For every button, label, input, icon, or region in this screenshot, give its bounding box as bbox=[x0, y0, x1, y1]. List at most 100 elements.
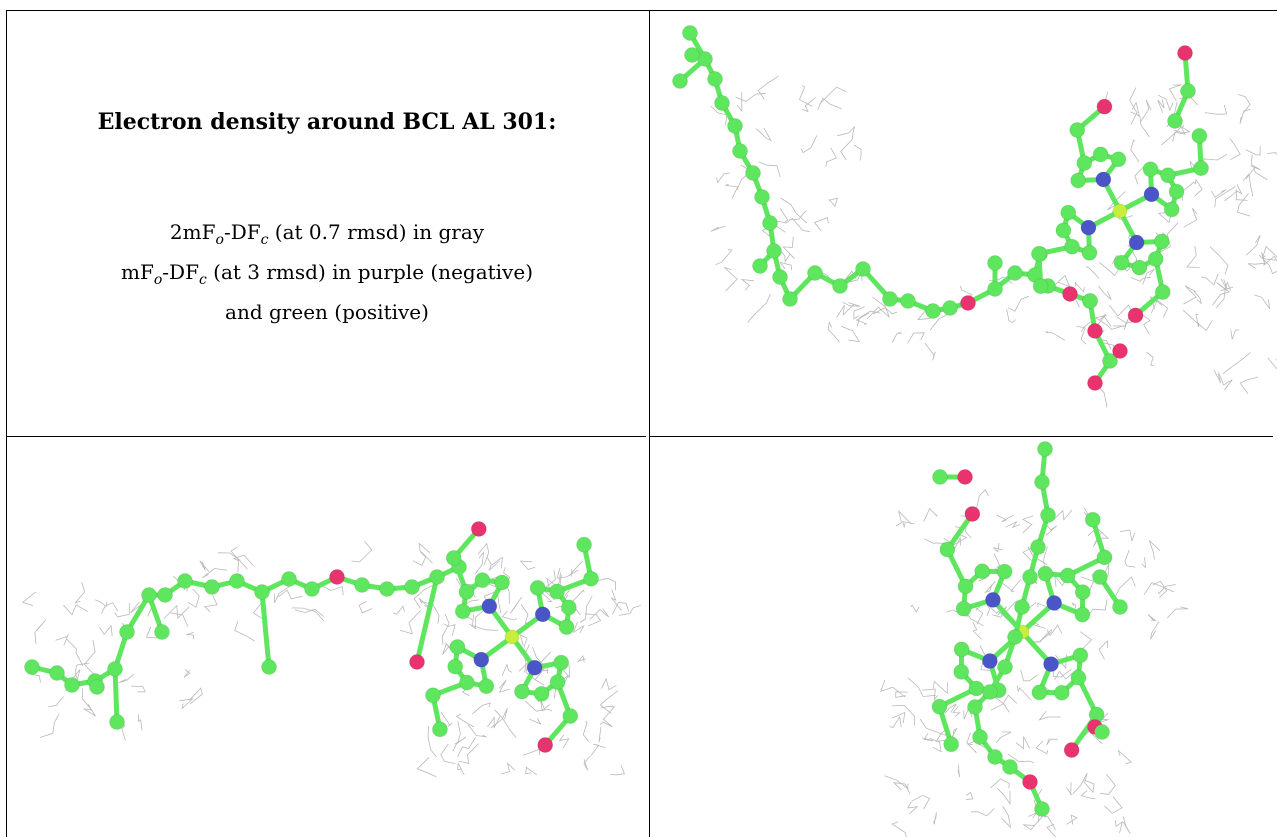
carbon-atom bbox=[1102, 353, 1118, 369]
carbon-atom bbox=[204, 579, 220, 595]
carbon-atom bbox=[254, 584, 270, 600]
carbon-atom bbox=[24, 659, 40, 675]
carbon-atom bbox=[782, 291, 798, 307]
carbon-atom bbox=[1153, 233, 1170, 250]
carbon-atom bbox=[766, 243, 782, 259]
carbon-atom bbox=[583, 570, 600, 587]
carbon-atom bbox=[404, 579, 420, 595]
nitrogen-atom bbox=[1143, 186, 1160, 203]
molecule-panel-top-right bbox=[650, 11, 1277, 436]
carbon-atom bbox=[714, 95, 730, 111]
carbon-atom bbox=[533, 685, 550, 702]
carbon-atom bbox=[727, 118, 743, 134]
carbon-atom bbox=[1159, 167, 1176, 184]
atoms bbox=[931, 505, 1113, 759]
density-mesh bbox=[710, 75, 890, 343]
carbon-atom bbox=[1142, 161, 1159, 178]
carbon-atom bbox=[458, 583, 475, 600]
carbon-atom bbox=[429, 569, 445, 585]
carbon-atom bbox=[672, 73, 688, 89]
table-top-border bbox=[6, 10, 1277, 11]
caption-title: Electron density around BCL AL 301: bbox=[97, 109, 557, 135]
atoms bbox=[967, 441, 1056, 817]
carbon-atom bbox=[682, 25, 698, 41]
atoms bbox=[1167, 45, 1196, 129]
table-row-divider-right bbox=[649, 436, 1273, 437]
carbon-atom bbox=[1096, 549, 1113, 566]
carbon-atom bbox=[1030, 539, 1046, 555]
legend-line-colors: and green (positive) bbox=[225, 300, 429, 324]
nitrogen-atom bbox=[981, 653, 998, 670]
carbon-atom bbox=[1007, 265, 1023, 281]
oxygen-atom bbox=[1087, 323, 1103, 339]
nitrogen-atom bbox=[526, 659, 543, 676]
carbon-atom bbox=[1074, 584, 1091, 601]
nitrogen-atom bbox=[1046, 594, 1063, 611]
carbon-atom bbox=[89, 679, 105, 695]
density-mesh bbox=[822, 266, 1136, 361]
carbon-atom bbox=[707, 71, 723, 87]
carbon-atom bbox=[449, 638, 466, 655]
carbon-atom bbox=[458, 674, 475, 691]
carbon-atom bbox=[997, 659, 1013, 675]
carbon-atom bbox=[529, 579, 546, 596]
carbon-atom bbox=[1082, 293, 1098, 309]
carbon-atom bbox=[141, 587, 157, 603]
carbon-atom bbox=[261, 659, 277, 675]
legend-line-fo-fc: mFo-DFc (at 3 rmsd) in purple (negative) bbox=[121, 260, 533, 288]
carbon-atom bbox=[855, 261, 871, 277]
carbon-atom bbox=[1180, 83, 1196, 99]
carbon-atom bbox=[576, 536, 593, 553]
carbon-atom bbox=[447, 658, 464, 675]
atoms bbox=[1082, 293, 1128, 391]
carbon-atom bbox=[1154, 284, 1171, 301]
carbon-atom bbox=[157, 587, 173, 603]
carbon-atom bbox=[1112, 599, 1128, 615]
oxygen-atom bbox=[1112, 343, 1128, 359]
atoms bbox=[932, 469, 1128, 740]
carbon-atom bbox=[967, 699, 983, 715]
table-left-border bbox=[6, 10, 7, 837]
caption-cell: Electron density around BCL AL 301: 2mFo… bbox=[7, 11, 649, 436]
carbon-atom bbox=[1110, 151, 1127, 168]
oxygen-atom bbox=[1063, 742, 1080, 759]
atoms bbox=[1030, 98, 1210, 324]
carbon-atom bbox=[745, 165, 761, 181]
molecule-panel-bottom-left bbox=[7, 437, 649, 837]
oxygen-atom bbox=[329, 569, 345, 585]
carbon-atom bbox=[807, 265, 823, 281]
carbon-atom bbox=[109, 714, 125, 730]
carbon-atom bbox=[1113, 254, 1130, 271]
carbon-atom bbox=[1031, 684, 1048, 701]
carbon-atom bbox=[1002, 759, 1018, 775]
carbon-atom bbox=[996, 563, 1013, 580]
oxygen-atom bbox=[470, 520, 487, 537]
carbon-atom bbox=[562, 708, 579, 725]
carbon-atom bbox=[684, 47, 700, 63]
oxygen-atom bbox=[409, 654, 425, 670]
carbon-atom bbox=[1094, 724, 1110, 740]
carbon-atom bbox=[987, 255, 1003, 271]
carbon-atom bbox=[1037, 565, 1054, 582]
carbon-atom bbox=[64, 677, 80, 693]
carbon-atom bbox=[943, 736, 960, 753]
carbon-atom bbox=[1081, 244, 1098, 261]
carbon-atom bbox=[549, 674, 566, 691]
nitrogen-atom bbox=[1043, 656, 1060, 673]
oxygen-atom bbox=[1096, 98, 1113, 115]
carbon-atom bbox=[1074, 606, 1091, 623]
carbon-atom bbox=[1193, 160, 1210, 177]
carbon-atom bbox=[832, 278, 848, 294]
carbon-atom bbox=[558, 619, 575, 636]
molecule-image-top-right bbox=[672, 25, 1277, 408]
oxygen-atom bbox=[964, 505, 981, 522]
magnesium-atom bbox=[1112, 203, 1128, 219]
carbon-atom bbox=[553, 654, 570, 671]
carbon-atom bbox=[1032, 278, 1049, 295]
nitrogen-atom bbox=[1080, 219, 1097, 236]
carbon-atom bbox=[1053, 684, 1070, 701]
carbon-atom bbox=[513, 683, 530, 700]
carbon-atom bbox=[494, 574, 511, 591]
carbon-atom bbox=[1059, 567, 1076, 584]
carbon-atom bbox=[1034, 474, 1050, 490]
